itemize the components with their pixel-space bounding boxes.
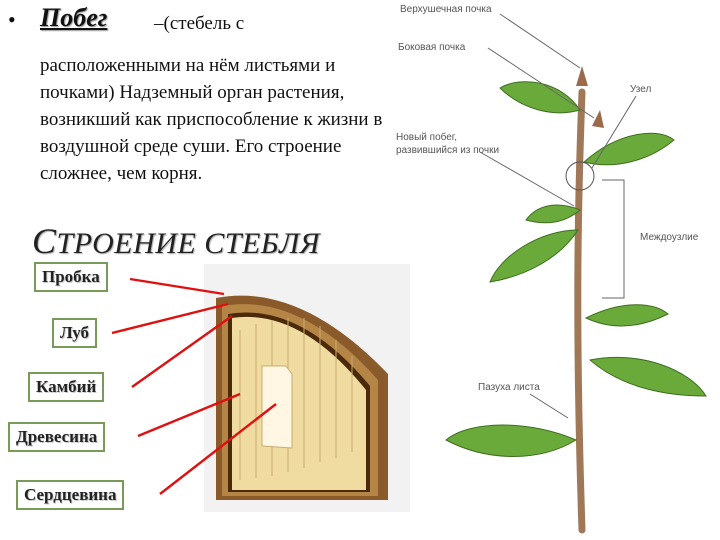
label-leaf-axil: Пазуха листа [478, 382, 540, 393]
leaf [499, 81, 581, 114]
heading-capital: С [32, 221, 57, 261]
apical-bud-shape [576, 66, 588, 86]
node-circle [565, 161, 595, 191]
term-title: Побег [40, 3, 108, 32]
stem-section-drawing [111, 264, 410, 512]
pointer-pith [159, 403, 277, 495]
label-phloem: Луб [52, 318, 98, 348]
leaf [489, 229, 579, 283]
pointer-cambium [131, 315, 233, 388]
line-leaf-axil [529, 393, 569, 419]
plant-drawing [445, 13, 707, 534]
lateral-bud-shape [592, 110, 604, 128]
leaf [584, 304, 669, 327]
plant-stem [574, 88, 586, 534]
leaf [588, 356, 707, 397]
definition-text: расположенными на нём листьями и почками… [40, 55, 383, 184]
term-suffix: –(стебель с [154, 13, 245, 34]
leaf [525, 204, 581, 224]
bracket-internode [602, 179, 625, 299]
pointer-lines [111, 277, 277, 495]
line-new-shoot [479, 151, 575, 207]
section-heading: СТРОЕНИЕ СТЕБЛЯ [32, 220, 320, 262]
pith [261, 365, 293, 449]
leaf [582, 132, 675, 166]
label-internode: Междоузлие [640, 232, 699, 243]
leaf [445, 424, 578, 457]
label-apical-bud: Верхушечная почка [400, 4, 492, 15]
heading-rest: ТРОЕНИЕ СТЕБЛЯ [56, 227, 321, 260]
label-node: Узел [630, 84, 652, 95]
line-node [591, 95, 637, 169]
label-lines [479, 13, 637, 419]
line-apical-bud [499, 13, 581, 69]
label-pith: Сердцевина [16, 480, 125, 510]
label-new-shoot-line1: Новый побег, [396, 132, 458, 143]
pointer-phloem [111, 302, 229, 335]
label-cambium: Камбий [28, 372, 105, 402]
label-new-shoot-line2: развившийся из почки [396, 145, 500, 156]
label-lateral-bud: Боковая почка [398, 42, 466, 53]
label-cork: Пробка [34, 262, 108, 292]
bullet: • [8, 7, 16, 32]
line-lateral-bud [487, 47, 595, 119]
pointer-wood [137, 392, 241, 438]
label-wood: Древесина [8, 422, 106, 452]
pointer-cork [129, 277, 225, 296]
